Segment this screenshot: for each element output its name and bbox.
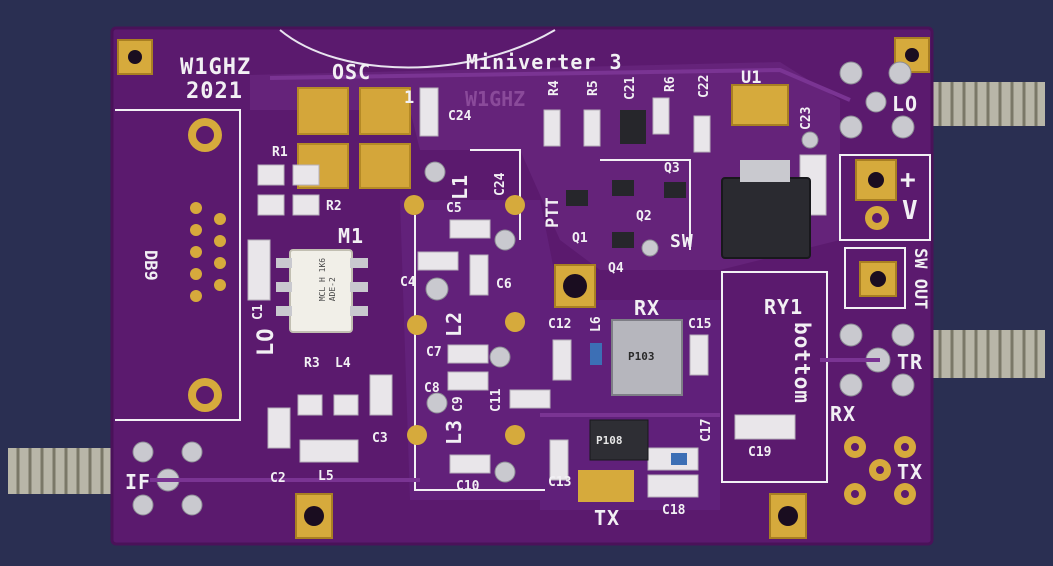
l2-label: L2 [442, 310, 466, 337]
lo-left-label: LO [254, 327, 279, 357]
refdes-q4: Q4 [608, 261, 624, 276]
refdes-r4: R4 [547, 80, 562, 96]
l3-label: L3 [442, 418, 466, 445]
refdes-c2: C2 [270, 471, 286, 486]
regulator-u1 [731, 84, 789, 126]
u1-label: U1 [741, 68, 762, 88]
refdes-c5: C5 [446, 201, 462, 216]
refdes-c23: C23 [799, 106, 814, 130]
refdes-c10: C10 [456, 479, 480, 494]
refdes-c6: C6 [496, 277, 512, 292]
refdes-c22: C22 [697, 74, 712, 98]
refdes-c13: C13 [548, 475, 572, 490]
m1-label: M1 [338, 224, 365, 248]
refdes-r6: R6 [663, 76, 678, 92]
refdes-c15: C15 [688, 317, 712, 332]
callsign-label: W1GHZ [180, 55, 252, 80]
refdes-c17: C17 [699, 418, 714, 442]
refdes-c1: C1 [251, 304, 266, 320]
refdes-c11: C11 [489, 388, 504, 412]
ry1-label: RY1 [764, 295, 804, 319]
sma-connector-tr [930, 330, 1045, 378]
osc-pads [297, 87, 411, 189]
rx-mid-label: RX [634, 296, 661, 320]
refdes-c3: C3 [372, 431, 388, 446]
refdes-r2: R2 [326, 199, 342, 214]
refdes-c24b: C24 [493, 172, 508, 196]
smd-components [247, 87, 827, 498]
board-title: Miniverter 3 [466, 50, 623, 74]
refdes-c18: C18 [662, 503, 686, 518]
plus-label: + [900, 165, 917, 195]
rx-right-label: RX [830, 402, 857, 426]
refdes-r3: R3 [304, 356, 320, 371]
bottom-label: bottom [790, 322, 814, 404]
refdes-c21: C21 [623, 76, 638, 100]
refdes-c4: C4 [400, 275, 416, 290]
solder-joints [132, 61, 915, 516]
sw-out-outline [844, 247, 906, 309]
refdes-q2: Q2 [636, 209, 652, 224]
refdes-c8: C8 [424, 381, 440, 396]
refdes-c9: C9 [451, 396, 466, 412]
sw-label: SW [670, 231, 694, 252]
board-title-shadow: W1GHZ [465, 87, 526, 111]
relay-outline [721, 271, 828, 483]
mixer-marking: MCL H 1K6 ADE-2 [318, 258, 337, 301]
refdes-r5: R5 [586, 80, 601, 96]
sma-connector-lo [930, 82, 1045, 126]
if-label: IF [125, 470, 152, 494]
refdes-l6: L6 [589, 316, 604, 332]
db9-label: DB9 [140, 250, 160, 281]
v-label: V [902, 196, 919, 226]
db9-outline [115, 109, 241, 421]
refdes-c24a: C24 [448, 109, 472, 124]
tx-right-label: TX [897, 460, 924, 484]
lo-right-label: LO [892, 92, 919, 116]
rx-amplifier [611, 319, 683, 396]
refdes-c19: C19 [748, 445, 772, 460]
refdes-q3: Q3 [664, 161, 680, 176]
refdes-l5: L5 [318, 469, 334, 484]
refdes-l4: L4 [335, 356, 351, 371]
jumper-wire [279, 29, 556, 69]
refdes-q1: Q1 [572, 231, 588, 246]
l1-label: L1 [448, 173, 472, 200]
ptt-label: PTT [543, 197, 563, 228]
power-terminal-outline [839, 154, 931, 241]
tx-mid-label: TX [594, 506, 621, 530]
tr-label: TR [897, 350, 924, 374]
year-label: 2021 [186, 79, 243, 104]
refdes-r1: R1 [272, 145, 288, 160]
mixer-marking-line1: MCL H 1K6 [318, 257, 328, 302]
mixer-marking-line2: ADE-2 [327, 277, 337, 302]
sw-out-label: SW OUT [910, 248, 930, 310]
refdes-c7: C7 [426, 345, 442, 360]
pin1-label: 1 [404, 88, 415, 108]
osc-label: OSC [332, 60, 372, 84]
tx-amp-marking: P108 [596, 434, 623, 447]
sma-connector-if [8, 448, 123, 494]
rx-amp-marking: P103 [628, 350, 655, 363]
refdes-c12: C12 [548, 317, 572, 332]
